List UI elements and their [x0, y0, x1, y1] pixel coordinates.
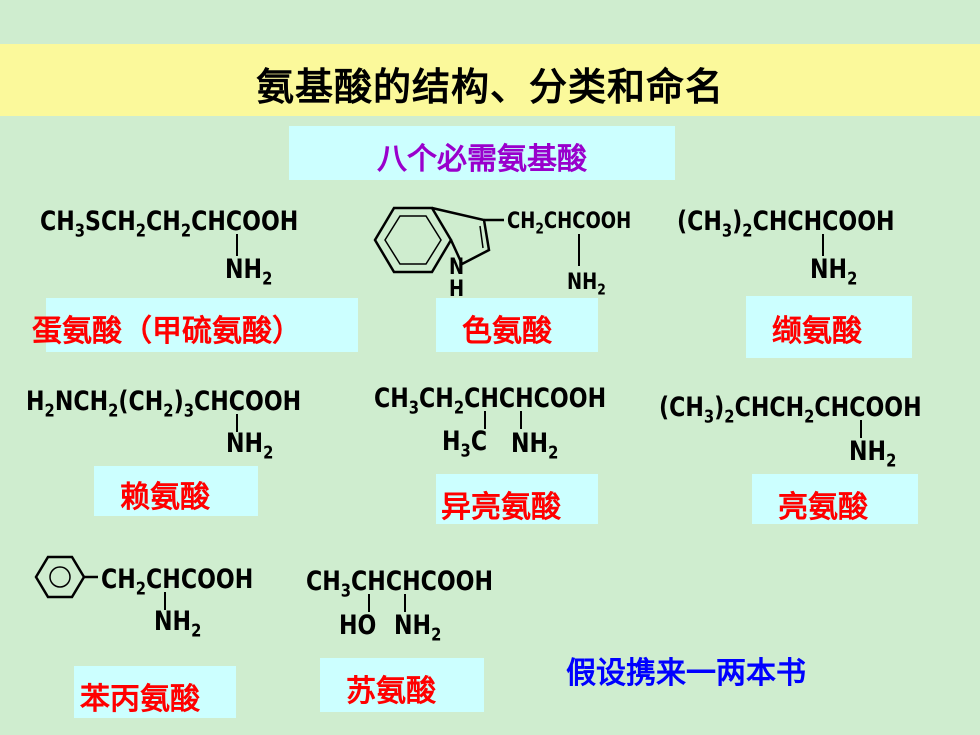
- thr-hydroxyl: HO: [339, 610, 377, 641]
- leu-amine: NH2: [849, 436, 897, 472]
- lys-label: 赖氨酸: [120, 480, 210, 515]
- val-bond: [822, 234, 824, 256]
- title-bar: [0, 44, 980, 116]
- met-label: 蛋氨酸（甲硫氨酸）: [32, 314, 302, 349]
- trp-ring-h: H: [449, 277, 465, 302]
- ile-label-box: [436, 474, 598, 524]
- ile-label: 异亮氨酸: [441, 490, 561, 525]
- mnemonic-note: 假设携来一两本书: [566, 656, 806, 691]
- trp-formula: CH2CHCOOH: [507, 209, 632, 238]
- thr-amine: NH2: [394, 610, 442, 646]
- trp-ring-n: N: [449, 255, 465, 280]
- phe-amine: NH2: [154, 606, 202, 642]
- phe-formula: CH2CHCOOH: [101, 564, 254, 600]
- trp-bond: [578, 234, 580, 266]
- val-formula: (CH3)2CHCHCOOH: [677, 206, 895, 242]
- thr-label: 苏氨酸: [346, 674, 436, 709]
- val-label: 缬氨酸: [772, 314, 862, 349]
- indole-ring-icon: [373, 206, 504, 274]
- benzene-ring-icon: [34, 555, 98, 599]
- trp-label-box: [436, 298, 598, 352]
- ile-amine: NH2: [511, 428, 559, 464]
- leu-formula: (CH3)2CHCH2CHCOOH: [659, 392, 922, 428]
- thr-bond-1: [368, 594, 370, 612]
- met-formula: CH3SCH2CH2CHCOOH: [40, 206, 299, 242]
- phe-label: 苯丙氨酸: [80, 682, 200, 717]
- lys-formula: H2NCH2(CH2)3CHCOOH: [26, 386, 302, 422]
- page-title: 氨基酸的结构、分类和命名: [255, 65, 724, 109]
- ile-bond-1: [484, 411, 486, 429]
- trp-amine: NH2: [567, 270, 606, 299]
- leu-label-box: [752, 474, 918, 524]
- phe-bond: [164, 592, 166, 610]
- phe-label-box: [74, 666, 236, 718]
- lys-bond: [236, 414, 238, 432]
- met-label-box: [46, 298, 358, 352]
- ile-formula: CH3CH2CHCHCOOH: [374, 383, 607, 419]
- thr-label-box: [320, 658, 484, 712]
- leu-bond: [860, 420, 862, 438]
- lys-amine: NH2: [226, 428, 274, 464]
- trp-label: 色氨酸: [462, 314, 552, 349]
- thr-bond-2: [404, 594, 406, 612]
- val-label-box: [746, 296, 912, 358]
- leu-label: 亮氨酸: [778, 490, 868, 525]
- subtitle-box: [289, 126, 675, 180]
- ile-bond-2: [520, 411, 522, 429]
- val-amine: NH2: [810, 254, 858, 290]
- met-bond: [236, 234, 238, 256]
- subtitle: 八个必需氨基酸: [377, 142, 587, 177]
- ile-methyl: H3C: [442, 426, 488, 462]
- met-amine: NH2: [225, 254, 273, 290]
- lys-label-box: [94, 466, 258, 516]
- thr-formula: CH3CHCHCOOH: [306, 566, 494, 602]
